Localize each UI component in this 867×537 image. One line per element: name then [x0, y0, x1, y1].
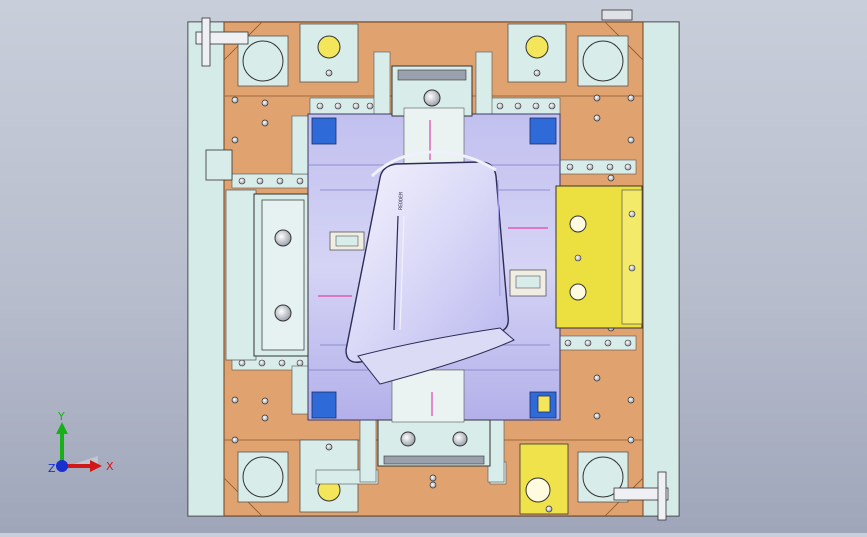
bolt-strips	[231, 97, 637, 485]
right-rail	[642, 21, 680, 517]
bottom-slide	[377, 369, 491, 467]
top-slide	[391, 65, 473, 169]
left-rail	[187, 21, 225, 517]
vertical-strips	[291, 51, 505, 483]
z-axis-label: Z	[48, 462, 56, 475]
molded-part: REDDER	[345, 150, 515, 385]
strip-bolts	[238, 102, 632, 367]
right-slide	[509, 185, 643, 329]
x-axis-label: X	[106, 460, 114, 473]
part-label: REDDER	[398, 191, 405, 210]
left-fixture	[329, 231, 365, 251]
x-arrow-icon	[90, 460, 102, 472]
left-slide	[205, 149, 309, 361]
guide-pin-holes	[237, 35, 629, 503]
z-axis-icon	[56, 460, 68, 472]
guide-pins	[195, 9, 669, 521]
y-axis-label: Y	[57, 410, 65, 423]
y-arrow-icon	[56, 422, 68, 434]
axis-triad: Y X Z	[48, 410, 114, 475]
blue-corner-blocks	[311, 117, 557, 419]
